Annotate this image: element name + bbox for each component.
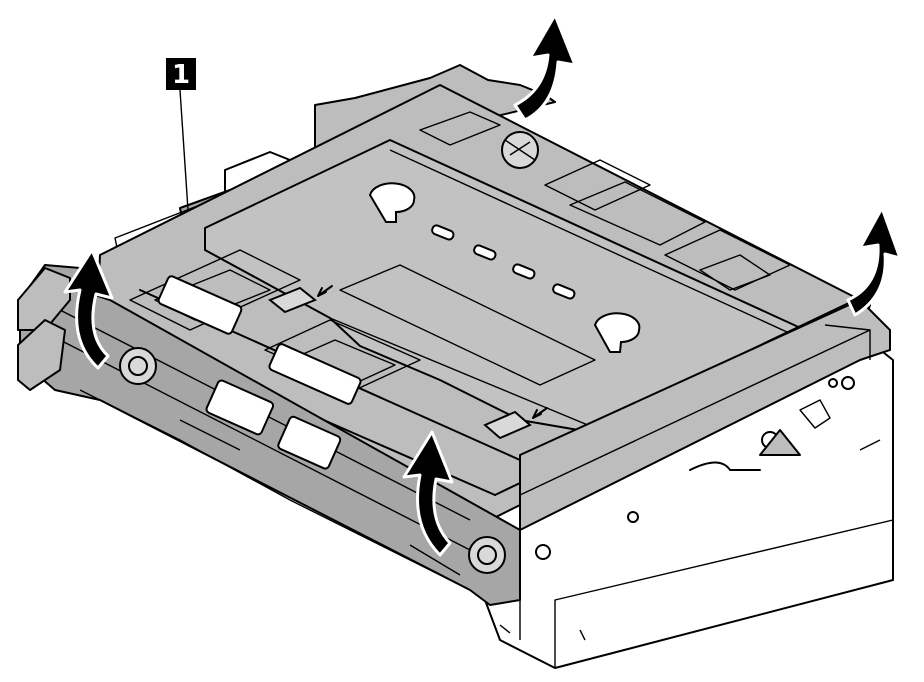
latch-tab	[483, 410, 532, 440]
callout-leader-line	[179, 89, 189, 211]
callout-marker: 1	[166, 58, 196, 211]
latch-tab	[268, 286, 317, 314]
lift-arrow-front-left	[63, 248, 114, 370]
side-cutout	[268, 343, 362, 405]
lift-arrow-back-left	[513, 13, 577, 122]
left-side-rail	[17, 264, 521, 606]
side-cutout	[205, 379, 275, 436]
insert-arrow-marker	[317, 285, 333, 297]
callout-box	[166, 58, 196, 90]
plate-slot	[552, 283, 576, 300]
plate-slot	[431, 224, 455, 241]
lift-arrow-back-right	[846, 206, 902, 317]
insert-arrow-marker	[532, 407, 548, 419]
drive-screw-hole	[627, 511, 639, 523]
callout-number: 1	[172, 60, 190, 90]
keyhole-cutout	[593, 312, 641, 353]
side-cutout	[277, 415, 342, 470]
drive-triangle-marker	[759, 429, 801, 456]
drive-screw-hole	[828, 378, 838, 388]
lift-arrow-icon	[63, 13, 902, 557]
plate-slot	[512, 263, 536, 280]
keyhole-cutout	[368, 182, 416, 223]
lift-arrow-front-right	[402, 430, 454, 557]
drive-screw-hole	[841, 376, 855, 390]
side-cutout	[157, 275, 243, 335]
plate-slot	[473, 244, 497, 261]
drive-screw-hole	[535, 544, 551, 560]
